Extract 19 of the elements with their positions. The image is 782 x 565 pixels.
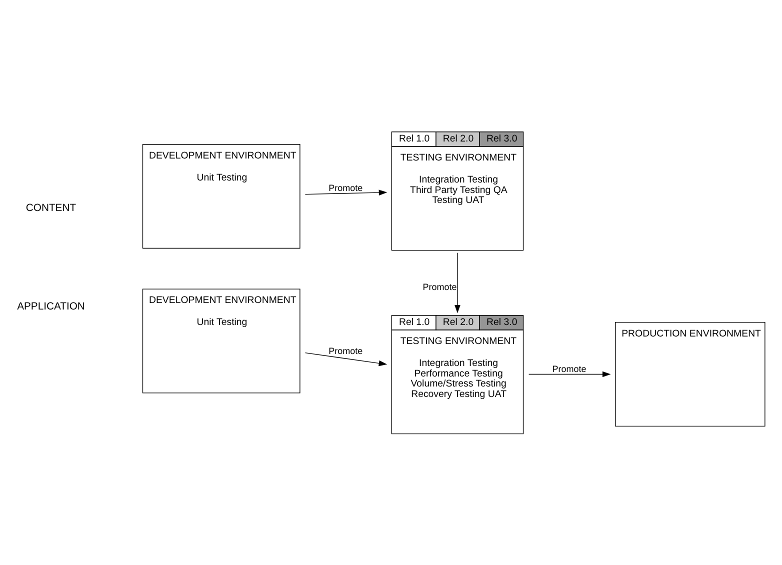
arrow bbox=[454, 252, 460, 314]
node-label: Rel 1.0 bbox=[398, 134, 430, 145]
node-box: DEVELOPMENT ENVIRONMENT Unit Testing bbox=[142, 288, 300, 394]
node-box: DEVELOPMENT ENVIRONMENT Unit Testing bbox=[142, 144, 300, 249]
edge-label: Promote bbox=[552, 364, 586, 374]
arrow bbox=[528, 371, 611, 378]
node-label: Rel 2.0 bbox=[442, 317, 474, 328]
node-label: Rel 2.0 bbox=[442, 134, 474, 145]
arrow bbox=[304, 352, 388, 366]
node-box: PRODUCTION ENVIRONMENT bbox=[615, 322, 766, 427]
arrow bbox=[304, 190, 388, 196]
node-label: Rel 3.0 bbox=[486, 317, 518, 328]
label: APPLICATION bbox=[17, 302, 85, 313]
edge-label: Promote bbox=[422, 282, 457, 292]
node-label: Rel 3.0 bbox=[486, 134, 518, 145]
edge-label: Promote bbox=[328, 183, 363, 194]
node-label: Rel 1.0 bbox=[398, 317, 430, 328]
edge-label: Promote bbox=[328, 346, 363, 356]
label: CONTENT bbox=[26, 203, 76, 214]
